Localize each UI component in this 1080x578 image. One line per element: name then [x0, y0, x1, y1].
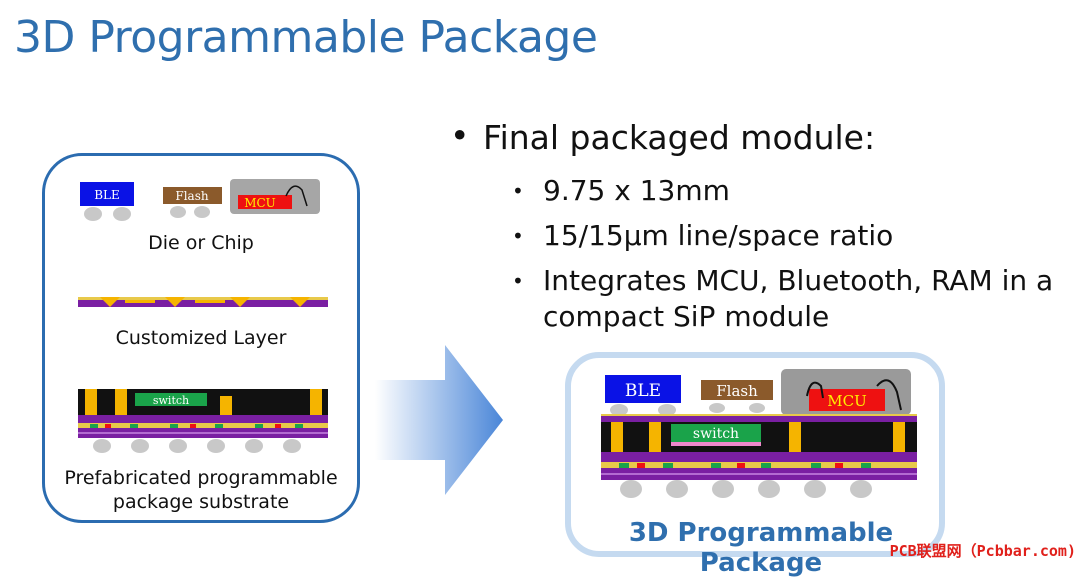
final-package-panel: BLE Flash MCU switch: [565, 352, 945, 578]
switch-die: [135, 393, 207, 406]
bullet-dot-icon: •: [512, 269, 524, 293]
mcu-chip: [238, 195, 292, 209]
final-package-diagram: BLE Flash MCU switch: [601, 369, 917, 498]
arrow-icon: [375, 345, 503, 495]
switch-die: [671, 424, 761, 442]
watermark: PCB联盟网（Pcbbar.com): [889, 542, 1076, 560]
substrate-label-line2: package substrate: [112, 491, 290, 513]
flash-chip: [701, 380, 773, 400]
bullet-sub-3: • Integrates MCU, Bluetooth, RAM in a: [512, 264, 1054, 297]
ble-chip-label: BLE: [94, 188, 120, 202]
die-row: BLE Flash MCU: [80, 179, 320, 221]
die-label: Die or Chip: [148, 232, 254, 254]
bullet-dot-icon: •: [512, 224, 524, 248]
mcu-chip-label: MCU: [827, 392, 866, 410]
bullet-sub-2: • 15/15µm line/space ratio: [512, 219, 894, 252]
process-diagram: BLE Flash MCU switch: [78, 179, 328, 453]
slide-title: 3D Programmable Package: [14, 12, 598, 63]
customized-layer: [78, 297, 328, 307]
ble-chip: [80, 182, 134, 206]
substrate-label-line1: Prefabricated programmable: [64, 467, 338, 489]
flash-chip-label: Flash: [716, 382, 758, 400]
bullet-main: • Final packaged module:: [450, 116, 876, 157]
mcu-chip: [809, 389, 885, 411]
layer-label: Customized Layer: [115, 327, 287, 349]
bullet-sub-3-cont: compact SiP module: [543, 300, 830, 333]
prefab-substrate: switch: [78, 389, 328, 453]
ble-chip: [605, 375, 681, 403]
flash-chip: [163, 187, 222, 204]
switch-label: switch: [693, 426, 739, 442]
bullet-sub-1: • 9.75 x 13mm: [512, 174, 730, 207]
bullet-dot-icon: •: [450, 116, 470, 155]
mcu-chip-label: MCU: [244, 196, 276, 210]
switch-label: switch: [153, 394, 189, 407]
bullet-dot-icon: •: [512, 179, 524, 203]
ble-chip-label: BLE: [625, 381, 661, 401]
process-panel: BLE Flash MCU switch: [42, 153, 360, 523]
flash-chip-label: Flash: [175, 189, 208, 203]
